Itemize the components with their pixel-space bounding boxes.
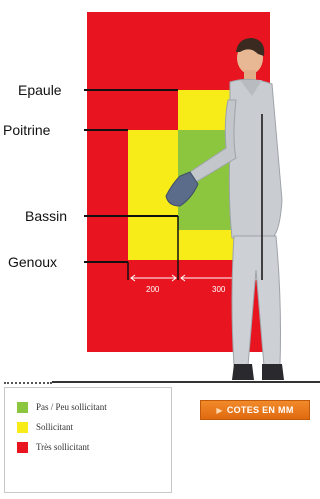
- cotes-en-mm-label: COTES EN MM: [227, 405, 294, 415]
- legend: Pas / Peu sollicitant Sollicitant Très s…: [4, 387, 172, 493]
- ergonomic-zones-diagram: 200 300 Epaule Poitrine Bassin Genoux: [0, 0, 320, 380]
- separator-line: [52, 381, 320, 383]
- legend-item-peu-sollicitant: Pas / Peu sollicitant: [17, 400, 107, 414]
- dimension-label-200: 200: [146, 285, 160, 294]
- label-poitrine: Poitrine: [3, 122, 51, 138]
- legend-label: Pas / Peu sollicitant: [36, 402, 107, 412]
- worker-shoe-right: [262, 364, 284, 380]
- legend-item-tres-sollicitant: Très sollicitant: [17, 440, 89, 454]
- separator-dots: [4, 376, 52, 384]
- cotes-en-mm-button[interactable]: ▶ COTES EN MM: [200, 400, 310, 420]
- label-epaule: Epaule: [18, 82, 62, 98]
- legend-swatch-red: [17, 442, 28, 453]
- dimension-label-300: 300: [212, 285, 226, 294]
- worker-torso: [229, 79, 282, 238]
- arrow-right-icon: ▶: [216, 406, 222, 415]
- worker-shoe-left: [232, 364, 254, 380]
- legend-swatch-green: [17, 402, 28, 413]
- label-genoux: Genoux: [8, 254, 57, 270]
- legend-swatch-yellow: [17, 422, 28, 433]
- legend-label: Sollicitant: [36, 422, 73, 432]
- legend-label: Très sollicitant: [36, 442, 89, 452]
- label-bassin: Bassin: [25, 208, 67, 224]
- legend-item-sollicitant: Sollicitant: [17, 420, 73, 434]
